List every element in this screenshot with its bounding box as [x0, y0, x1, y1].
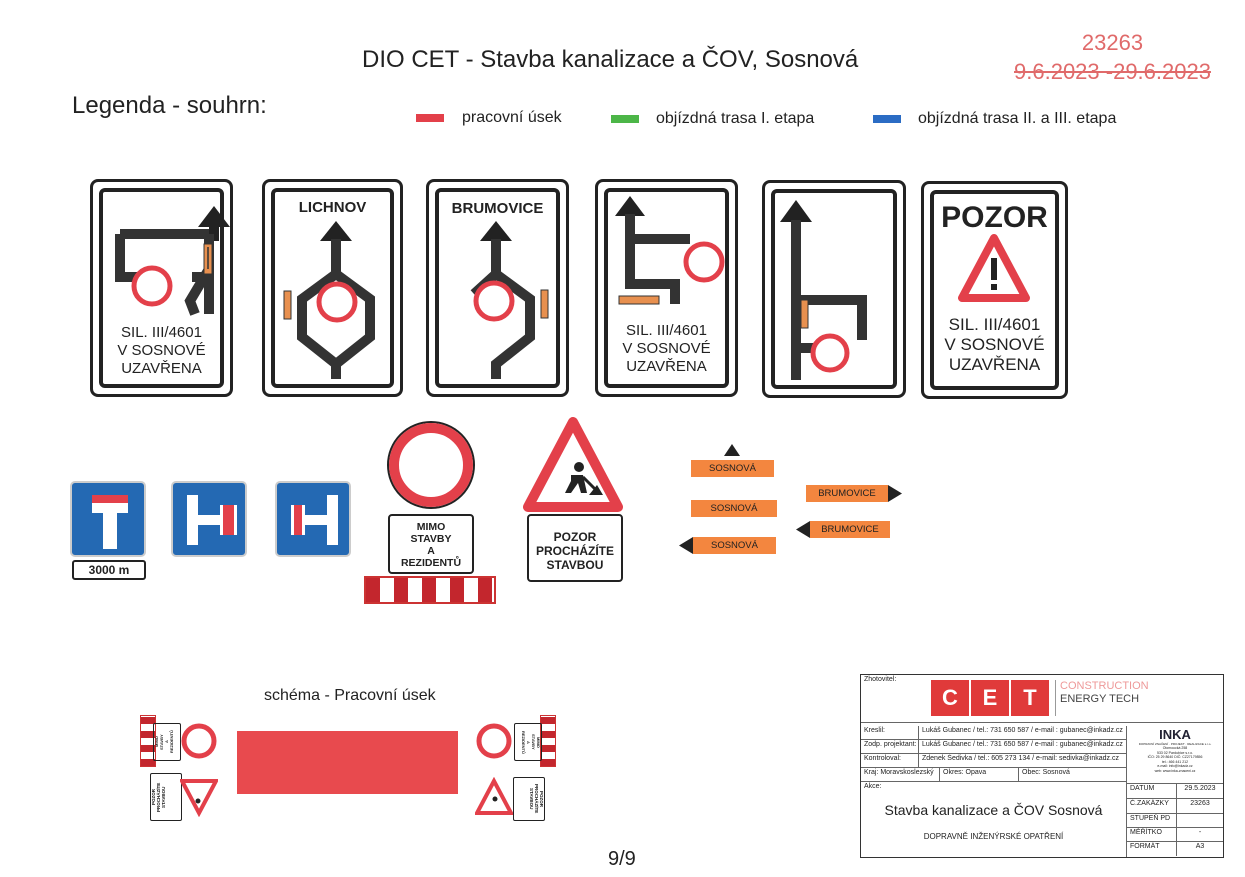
- roadwork-warning-icon: [523, 417, 623, 512]
- legend-title: Legenda - souhrn:: [72, 92, 267, 119]
- schema-barrier-right: [540, 715, 556, 767]
- sign-text: SIL. III/4601 V SOSNOVÉ UZAVŘENA: [117, 324, 206, 377]
- legend-item-detour-2: objízdná trasa II. a III. etapa: [873, 110, 1116, 128]
- schema-roadwork-icon: [475, 777, 513, 815]
- sign-text: SIL. III/4601 V SOSNOVÉ UZAVŘENA: [944, 315, 1045, 374]
- tb-row-label: Kontroloval:: [861, 754, 919, 768]
- detour-sign-3: [762, 180, 906, 398]
- page-title: DIO CET - Stavba kanalizace a ČOV, Sosno…: [362, 46, 859, 73]
- schema-title: schéma - Pracovní úsek: [264, 687, 436, 704]
- schema-barrier-left: [140, 715, 156, 767]
- schema-roadwork-icon: [180, 779, 218, 817]
- detour-route-graphic: [115, 206, 230, 316]
- tb-row-value: Lukáš Gubanec / tel.: 731 650 587 / e-ma…: [919, 726, 1127, 740]
- legend-item-work-section: pracovní úsek: [416, 109, 562, 127]
- no-entry-sign-icon: [387, 421, 475, 509]
- dead-end-side-sign-2: [275, 481, 351, 557]
- arrow-left-icon: [679, 537, 693, 554]
- direction-sign-brumovice-right: BRUMOVICE: [806, 485, 888, 502]
- dead-end-side-sign: [171, 481, 247, 557]
- work-section-area: [237, 731, 458, 794]
- detour-sign-1: SIL. III/4601 V SOSNOVÉ UZAVŘENA: [90, 179, 233, 397]
- legend-label: pracovní úsek: [462, 109, 562, 126]
- sign-head: POZOR: [941, 201, 1048, 234]
- schema-no-entry-icon: [476, 723, 512, 759]
- tb-akce: Akce: Stavba kanalizace a ČOV Sosnová DO…: [861, 782, 1127, 857]
- legend-item-detour-1: objízdná trasa I. etapa: [611, 110, 814, 128]
- inka-logo: INKA DOPRAVNÍ ZNAČENÍ · PROJEKT · REALIZ…: [1127, 726, 1223, 784]
- schema-plate-mimo-left: MIMO STAVBY A REZIDENTŮ: [153, 723, 181, 761]
- detour-sign-2: SIL. III/4601 V SOSNOVÉ UZAVŘENA: [595, 179, 738, 397]
- tb-kraj: Kraj: Moravskoslezský: [861, 768, 940, 782]
- mimo-stavby-plate: MIMO STAVBY A REZIDENTŮ: [388, 514, 474, 574]
- direction-sign-lichnov: LICHNOV: [262, 179, 403, 397]
- legend-swatch-red: [416, 114, 444, 122]
- direction-sign-sosnova: SOSNOVÁ: [691, 500, 777, 517]
- schema-plate-pozor-left: POZOR PROCHÁZÍTE STAVBOU: [150, 773, 182, 821]
- tb-row-label: Kreslil:: [861, 726, 919, 740]
- stamp-dates: 9.6.2023 -29.6.2023: [1014, 59, 1211, 84]
- tb-obec: Obec: Sosnová: [1019, 768, 1127, 782]
- title-block: Zhotovitel: C E T CONSTRUCTION ENERGY TE…: [860, 674, 1224, 858]
- page-number: 9/9: [608, 848, 636, 870]
- warning-triangle-icon: [958, 234, 1030, 302]
- cet-logo: C E T CONSTRUCTION ENERGY TECH: [931, 680, 1149, 716]
- route-graphic: [470, 221, 549, 379]
- legend-swatch-blue: [873, 115, 901, 123]
- direction-sign-sosnova-left: SOSNOVÁ: [693, 537, 776, 554]
- sign-destination: LICHNOV: [298, 199, 367, 216]
- tb-okres: Okres: Opava: [940, 768, 1019, 782]
- direction-sign-brumovice: BRUMOVICE: [426, 179, 569, 397]
- arrow-right-icon: [888, 485, 902, 502]
- warning-sign-pozor: POZOR SIL. III/4601 V SOSNOVÉ UZAVŘENA: [921, 181, 1068, 399]
- schema-plate-mimo-right: MIMO STAVBY A REZIDENTŮ: [514, 723, 542, 761]
- tb-row-value: Zdenek Šedivka / tel.: 605 273 134 / e-m…: [919, 754, 1127, 768]
- distance-plate: 3000 m: [72, 560, 146, 580]
- barrier: [364, 576, 496, 604]
- tb-project-name: Stavba kanalizace a ČOV Sosnová: [884, 802, 1103, 818]
- legend-swatch-green: [611, 115, 639, 123]
- stamp-number: 23263: [1081, 30, 1144, 55]
- approval-stamp: 23263 9.6.2023 -29.6.2023: [985, 28, 1240, 86]
- tb-label: Zhotovitel:: [864, 676, 897, 683]
- plate-text: POZOR PROCHÁZÍTE STAVBOU: [536, 530, 614, 572]
- detour-route-graphic: [615, 196, 725, 305]
- detour-route-graphic: [780, 200, 867, 380]
- arrow-up-icon: [724, 444, 740, 456]
- plate-text: MIMO STAVBY A REZIDENTŮ: [400, 521, 462, 569]
- direction-sign-brumovice-left: BRUMOVICE: [810, 521, 890, 538]
- tb-row-value: Lukáš Gubanec / tel.: 731 650 587 / e-ma…: [919, 740, 1127, 754]
- sign-destination: BRUMOVICE: [451, 200, 544, 217]
- sign-text: SIL. III/4601 V SOSNOVÉ UZAVŘENA: [622, 322, 711, 375]
- tb-subtitle: DOPRAVNĚ INŽENÝRSKÉ OPATŘENÍ: [923, 832, 1064, 841]
- arrow-left-icon: [796, 521, 810, 538]
- pozor-plate: POZOR PROCHÁZÍTE STAVBOU: [527, 514, 623, 582]
- tb-contractor: Zhotovitel:: [861, 675, 1223, 723]
- dead-end-sign: [70, 481, 146, 557]
- tb-row-label: Zodp. projektant:: [861, 740, 919, 754]
- schema-plate-pozor-right: POZOR PROCHÁZÍTE STAVBOU: [513, 777, 545, 821]
- route-graphic: [283, 221, 375, 379]
- legend-label: objízdná trasa I. etapa: [656, 110, 815, 127]
- direction-sign-sosnova-up: SOSNOVÁ: [691, 460, 774, 477]
- schema-no-entry-icon: [181, 723, 217, 759]
- legend-label: objízdná trasa II. a III. etapa: [918, 110, 1117, 127]
